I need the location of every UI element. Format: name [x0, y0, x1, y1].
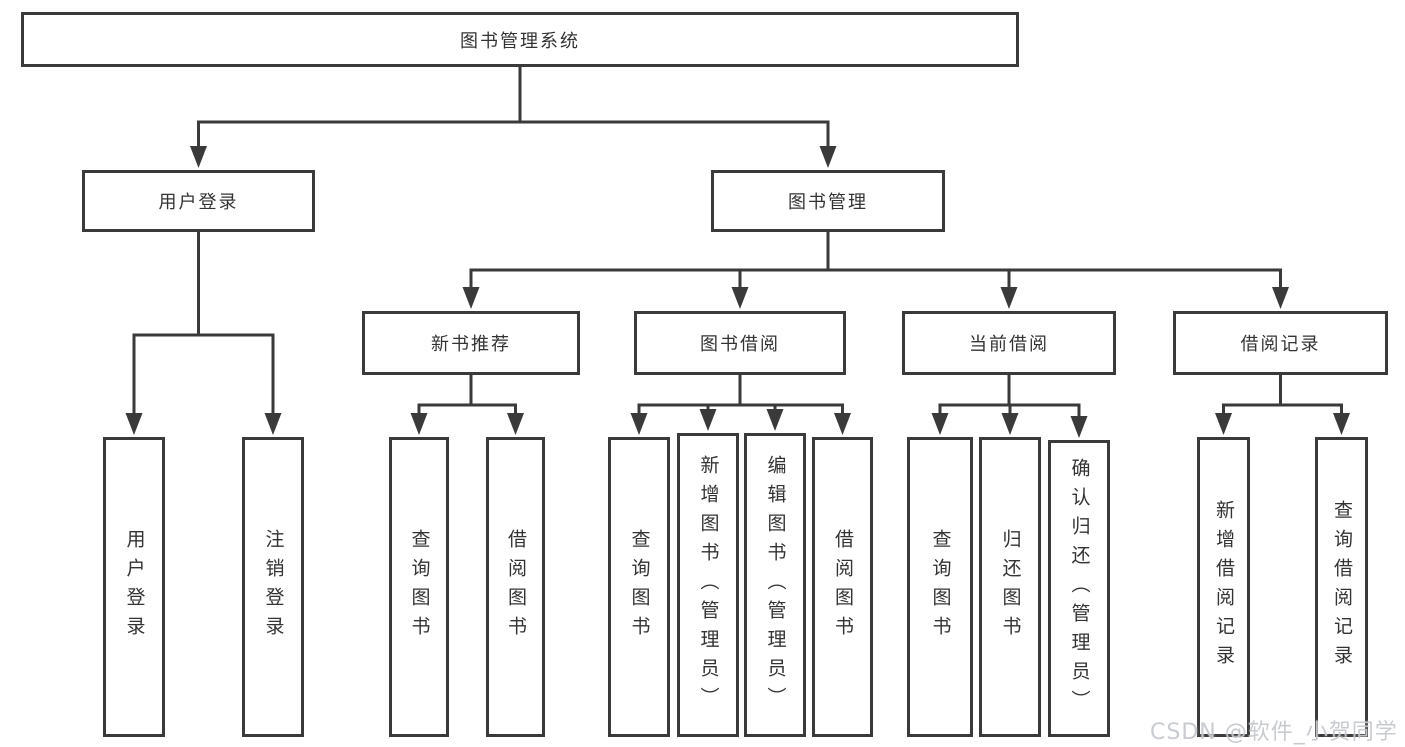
node-label-leaf-borrow-book-1: 借阅图书: [505, 529, 527, 645]
watermark: CSDN @软件_小贺同学: [1150, 720, 1398, 745]
arrowhead-icon: [630, 413, 648, 435]
node-leaf-query-record: 查询借阅记录: [1315, 437, 1368, 737]
arrowhead-icon: [507, 413, 524, 435]
node-root: 图书管理系统: [21, 12, 1019, 67]
node-leaf-confirm-return: 确认归还（管理员）: [1048, 440, 1110, 737]
node-leaf-borrow-book-1: 借阅图书: [486, 437, 545, 737]
node-leaf-user-login: 用户登录: [103, 437, 165, 737]
node-leaf-add-book: 新增图书（管理员）: [677, 433, 739, 737]
node-leaf-edit-book: 编辑图书（管理员）: [744, 433, 806, 737]
node-label-new-book-rec: 新书推荐: [431, 334, 511, 355]
node-label-leaf-add-record: 新增借阅记录: [1213, 500, 1235, 674]
node-leaf-logout: 注销登录: [242, 437, 304, 737]
node-leaf-return-book: 归还图书: [979, 437, 1041, 737]
arrowhead-icon: [410, 413, 428, 435]
node-label-leaf-query-book-1: 查询图书: [408, 529, 431, 645]
arrowhead-icon: [1215, 413, 1232, 435]
node-book-borrow: 图书借阅: [634, 311, 846, 375]
arrowhead-icon: [699, 409, 717, 431]
arrowhead-icon: [931, 413, 949, 435]
node-label-book-borrow: 图书借阅: [700, 334, 780, 355]
node-book-mgmt: 图书管理: [711, 170, 945, 232]
arrowhead-icon: [190, 146, 207, 168]
node-label-user-login: 用户登录: [158, 192, 239, 213]
arrowhead-icon: [462, 287, 480, 309]
arrowhead-icon: [1070, 416, 1088, 438]
node-label-leaf-add-book: 新增图书（管理员）: [697, 454, 720, 716]
node-current-borrow: 当前借阅: [902, 311, 1116, 375]
node-label-leaf-logout: 注销登录: [262, 529, 285, 645]
node-label-leaf-query-book-3: 查询图书: [929, 529, 952, 645]
node-leaf-add-record: 新增借阅记录: [1197, 437, 1250, 737]
arrowhead-icon: [1272, 287, 1289, 309]
node-label-leaf-borrow-book-2: 借阅图书: [832, 529, 854, 645]
arrowhead-icon: [766, 409, 784, 431]
node-label-borrow-record: 借阅记录: [1240, 334, 1321, 355]
node-label-leaf-query-book-2: 查询图书: [628, 529, 651, 645]
node-label-leaf-user-login: 用户登录: [123, 529, 146, 645]
node-label-leaf-confirm-return: 确认归还（管理员）: [1068, 458, 1091, 719]
node-leaf-query-book-2: 查询图书: [608, 437, 670, 737]
node-label-leaf-edit-book: 编辑图书（管理员）: [764, 454, 787, 716]
node-borrow-record: 借阅记录: [1173, 311, 1388, 375]
node-label-leaf-query-record: 查询借阅记录: [1331, 500, 1353, 674]
node-leaf-query-book-3: 查询图书: [907, 437, 973, 737]
arrowhead-icon: [834, 413, 851, 435]
arrowhead-icon: [1001, 413, 1019, 435]
node-label-root: 图书管理系统: [460, 30, 580, 52]
node-label-book-mgmt: 图书管理: [788, 192, 868, 213]
arrowhead-icon: [731, 287, 749, 309]
node-user-login: 用户登录: [82, 170, 315, 232]
arrowhead-icon: [264, 413, 282, 435]
node-new-book-rec: 新书推荐: [362, 311, 580, 375]
arrowhead-icon: [1333, 413, 1350, 435]
node-leaf-borrow-book-2: 借阅图书: [812, 437, 873, 737]
arrowhead-icon: [819, 146, 837, 168]
node-leaf-query-book-1: 查询图书: [389, 437, 449, 737]
arrowhead-icon: [1000, 287, 1018, 309]
arrowhead-icon: [125, 413, 143, 435]
node-label-leaf-return-book: 归还图书: [999, 529, 1022, 645]
node-label-current-borrow: 当前借阅: [969, 334, 1049, 355]
